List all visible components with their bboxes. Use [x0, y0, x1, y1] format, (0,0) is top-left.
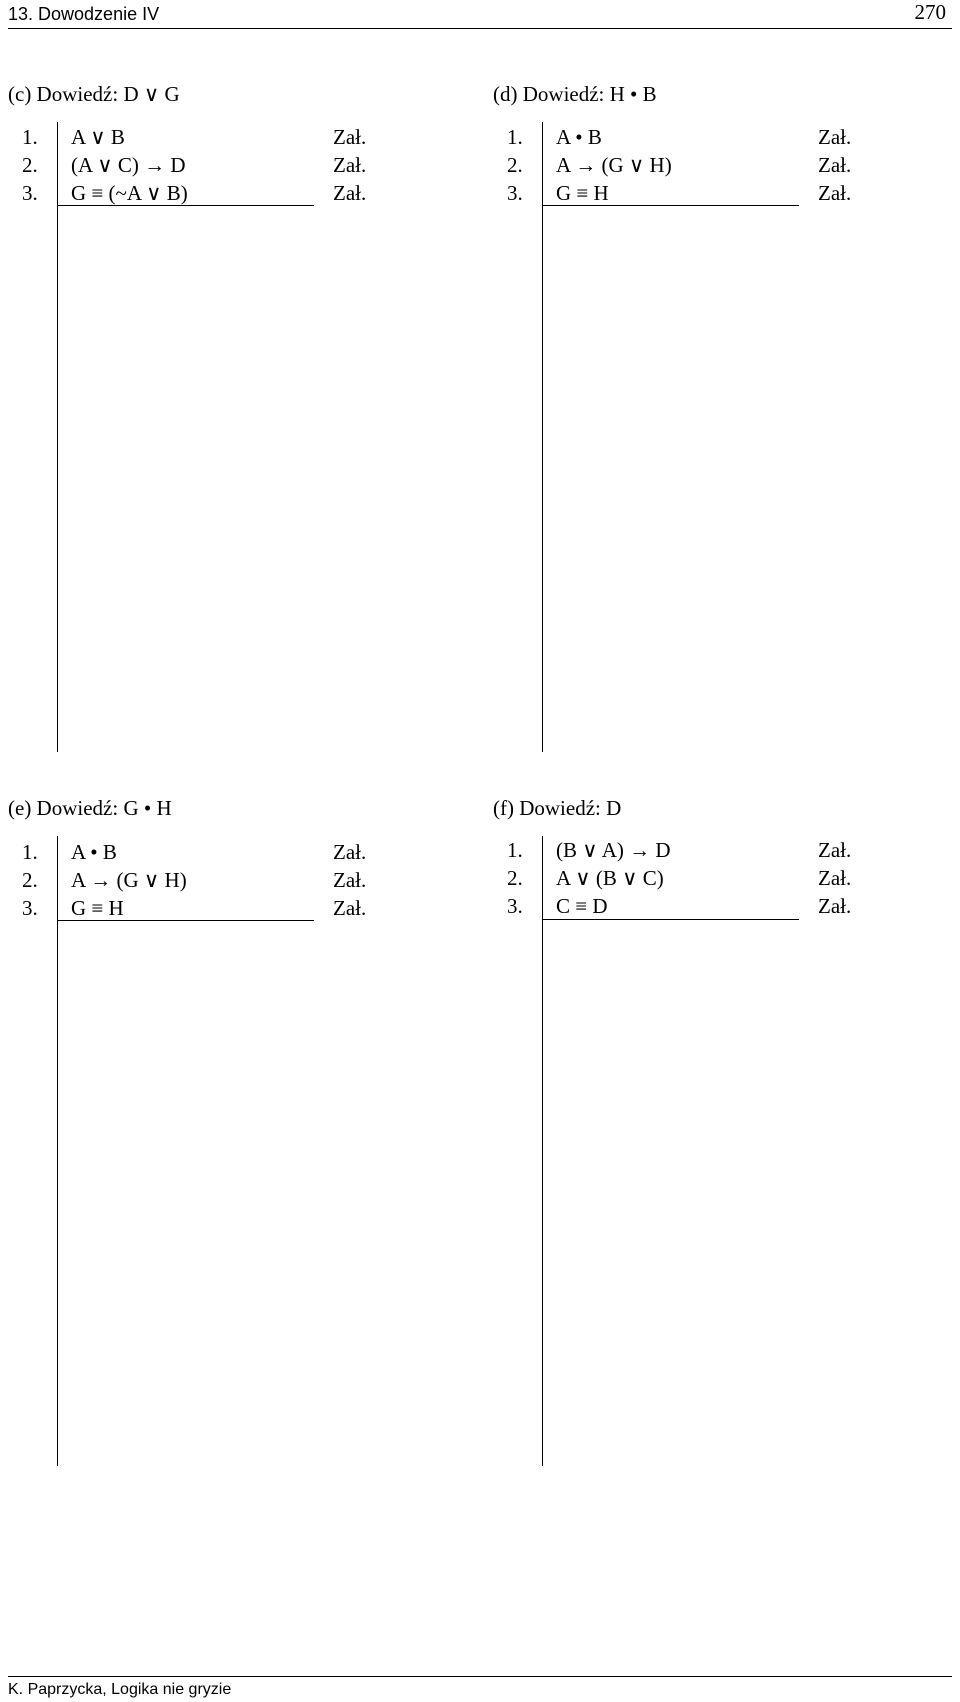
- line-formula: A • B: [556, 125, 602, 149]
- line-justification: Zał.: [818, 153, 852, 177]
- proof-line-2: 2. A → (G ∨ H) Zał.: [493, 153, 933, 181]
- proof-vertical-line: [57, 836, 58, 1466]
- line-formula: A ∨ B: [71, 125, 125, 149]
- line-justification: Zał.: [818, 181, 852, 205]
- line-formula: (B ∨ A) → D: [556, 838, 671, 862]
- line-number: 2.: [507, 866, 523, 890]
- proof-line-3: 3. C ≡ D Zał.: [493, 894, 933, 922]
- line-justification: Zał.: [333, 868, 367, 892]
- line-number: 3.: [507, 894, 523, 918]
- line-number: 2.: [507, 153, 523, 177]
- line-number: 2.: [22, 153, 38, 177]
- proof-line-2: 2. (A ∨ C) → D Zał.: [8, 153, 448, 181]
- line-formula: A • B: [71, 840, 117, 864]
- section-title: 13. Dowodzenie IV: [8, 4, 160, 24]
- line-formula: G ≡ H: [71, 896, 124, 920]
- proof-line-2: 2. A → (G ∨ H) Zał.: [8, 868, 448, 896]
- premise-separator: [57, 205, 314, 206]
- line-formula: (A ∨ C) → D: [71, 153, 186, 177]
- exercise-e: (e) Dowiedź: G • H 1. A • B Zał. 2. A → …: [8, 796, 448, 1466]
- exercise-title: (e) Dowiedź: G • H: [8, 796, 172, 820]
- line-number: 1.: [507, 125, 523, 149]
- line-justification: Zał.: [333, 181, 367, 205]
- line-justification: Zał.: [333, 125, 367, 149]
- premise-separator: [57, 920, 314, 921]
- proof-line-3: 3. G ≡ (~A ∨ B) Zał.: [8, 181, 448, 209]
- premise-separator: [542, 919, 799, 920]
- exercise-title: (f) Dowiedź: D: [493, 796, 622, 820]
- footer-author: K. Paprzycka, Logika nie gryzie: [8, 1681, 232, 1698]
- page-header: 13. Dowodzenie IV 270: [8, 0, 952, 29]
- proof-line-1: 1. A • B Zał.: [493, 125, 933, 153]
- line-justification: Zał.: [818, 125, 852, 149]
- line-formula: A ∨ (B ∨ C): [556, 866, 664, 890]
- proof-vertical-line: [542, 836, 543, 1466]
- premise-separator: [542, 205, 799, 206]
- exercise-c: (c) Dowiedź: D ∨ G 1. A ∨ B Zał. 2. (A ∨…: [8, 82, 448, 752]
- exercise-d: (d) Dowiedź: H • B 1. A • B Zał. 2. A → …: [493, 82, 933, 752]
- line-formula: A → (G ∨ H): [71, 868, 187, 892]
- line-justification: Zał.: [333, 153, 367, 177]
- line-number: 3.: [22, 896, 38, 920]
- line-number: 1.: [507, 838, 523, 862]
- line-justification: Zał.: [333, 840, 367, 864]
- line-number: 3.: [22, 181, 38, 205]
- line-number: 1.: [22, 125, 38, 149]
- proof-line-1: 1. (B ∨ A) → D Zał.: [493, 838, 933, 866]
- proof-line-3: 3. G ≡ H Zał.: [8, 896, 448, 924]
- proof-line-3: 3. G ≡ H Zał.: [493, 181, 933, 209]
- proof-vertical-line: [542, 122, 543, 752]
- line-number: 1.: [22, 840, 38, 864]
- proof-line-1: 1. A • B Zał.: [8, 840, 448, 868]
- proof-line-2: 2. A ∨ (B ∨ C) Zał.: [493, 866, 933, 894]
- line-justification: Zał.: [818, 866, 852, 890]
- page-footer: K. Paprzycka, Logika nie gryzie: [8, 1676, 952, 1698]
- line-justification: Zał.: [333, 896, 367, 920]
- line-formula: A → (G ∨ H): [556, 153, 672, 177]
- line-formula: G ≡ (~A ∨ B): [71, 181, 188, 205]
- line-number: 2.: [22, 868, 38, 892]
- line-formula: G ≡ H: [556, 181, 609, 205]
- line-justification: Zał.: [818, 838, 852, 862]
- exercise-title: (c) Dowiedź: D ∨ G: [8, 82, 180, 106]
- exercise-f: (f) Dowiedź: D 1. (B ∨ A) → D Zał. 2. A …: [493, 796, 933, 1466]
- proof-line-1: 1. A ∨ B Zał.: [8, 125, 448, 153]
- exercise-title: (d) Dowiedź: H • B: [493, 82, 657, 106]
- page-number: 270: [914, 0, 947, 24]
- line-justification: Zał.: [818, 894, 852, 918]
- line-number: 3.: [507, 181, 523, 205]
- proof-vertical-line: [57, 122, 58, 752]
- line-formula: C ≡ D: [556, 894, 608, 918]
